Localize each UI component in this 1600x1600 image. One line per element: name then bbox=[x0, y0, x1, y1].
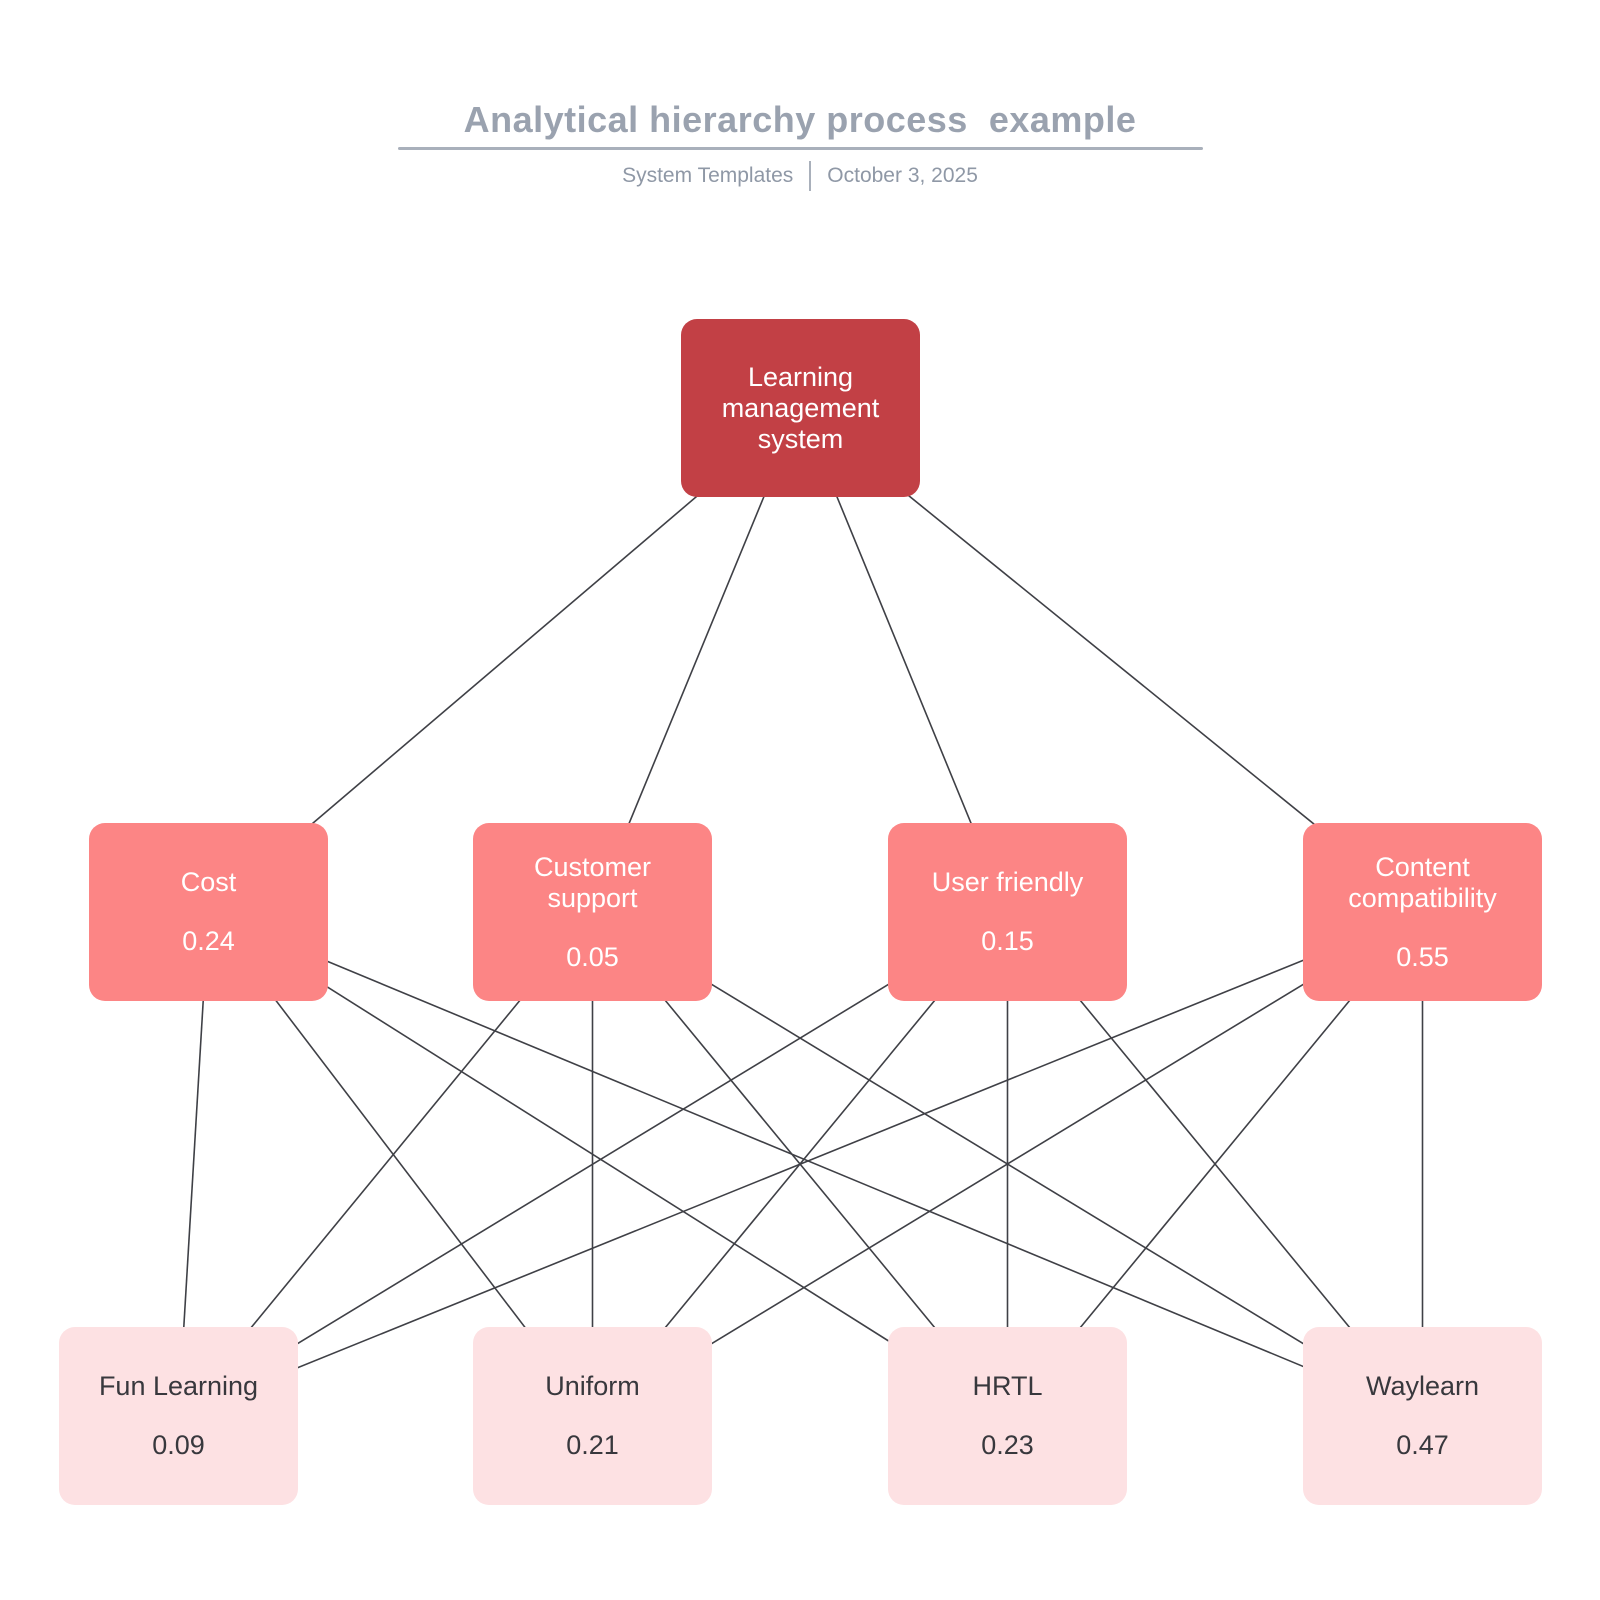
node-label: Content compatibility bbox=[1348, 851, 1497, 913]
node-label: Fun Learning bbox=[98, 1371, 259, 1401]
node-weight: 0.09 bbox=[152, 1430, 205, 1460]
node-weight: 0.21 bbox=[566, 1430, 619, 1460]
node-alternative-hrtl[interactable]: HRTL 0.23 bbox=[888, 1327, 1127, 1505]
node-alternative-uniform[interactable]: Uniform 0.21 bbox=[473, 1327, 712, 1505]
node-alternative-waylearn[interactable]: Waylearn 0.47 bbox=[1303, 1327, 1542, 1505]
node-weight: 0.05 bbox=[566, 941, 619, 972]
node-weight: 0.24 bbox=[182, 926, 235, 956]
node-weight: 0.47 bbox=[1396, 1430, 1449, 1460]
node-criterion-user-friendly[interactable]: User friendly 0.15 bbox=[888, 823, 1127, 1001]
node-criterion-customer-support[interactable]: Customer support 0.05 bbox=[473, 823, 712, 1001]
node-criterion-content-compatibility[interactable]: Content compatibility 0.55 bbox=[1303, 823, 1542, 1001]
node-label: Learning management system bbox=[721, 361, 880, 454]
page-title: Analytical hierarchy process example bbox=[463, 99, 1137, 140]
node-label: Customer support bbox=[533, 851, 652, 913]
node-weight: 0.15 bbox=[981, 926, 1034, 956]
node-criterion-cost[interactable]: Cost 0.24 bbox=[89, 823, 328, 1001]
node-weight: 0.55 bbox=[1396, 941, 1449, 972]
node-label: Waylearn bbox=[1365, 1371, 1480, 1401]
subtitle: System Templates October 3, 2025 bbox=[622, 161, 978, 191]
node-weight: 0.23 bbox=[981, 1430, 1034, 1460]
title-underline bbox=[397, 147, 1203, 150]
node-alternative-fun-learning[interactable]: Fun Learning 0.09 bbox=[59, 1327, 298, 1505]
subtitle-date: October 3, 2025 bbox=[827, 164, 978, 187]
subtitle-separator bbox=[809, 161, 812, 191]
subtitle-author: System Templates bbox=[622, 164, 794, 187]
node-label: Cost bbox=[180, 867, 237, 897]
node-label: HRTL bbox=[972, 1371, 1043, 1401]
node-label: Uniform bbox=[545, 1371, 640, 1401]
node-label: User friendly bbox=[931, 867, 1084, 897]
header: Analytical hierarchy process example Sys… bbox=[0, 98, 1600, 191]
node-goal[interactable]: Learning management system bbox=[681, 319, 920, 497]
